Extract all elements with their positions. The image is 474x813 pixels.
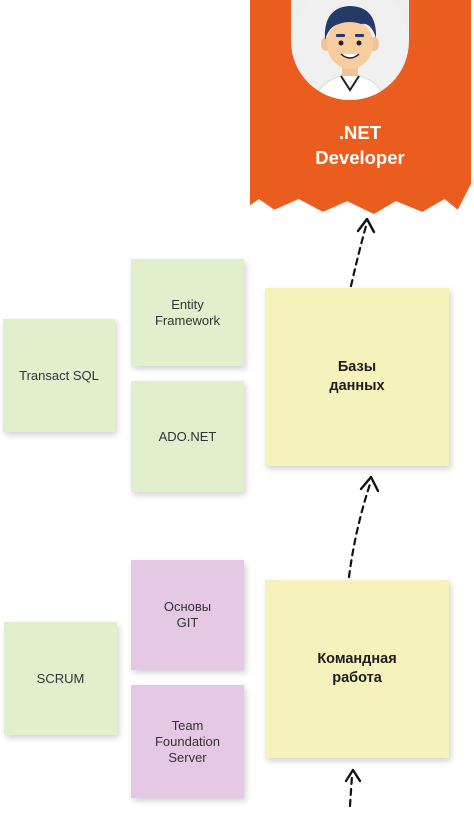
developer-avatar-icon — [291, 0, 409, 100]
main-note-teamwork: Командная работа — [265, 580, 449, 758]
skill-label: Основы GIT — [163, 599, 212, 630]
arrow-to-databases — [347, 482, 372, 579]
skill-note-scrum: SCRUM — [4, 622, 117, 735]
arrow-to-developer — [349, 224, 368, 288]
skill-label: SCRUM — [36, 670, 85, 686]
main-note-databases: Базы данных — [265, 288, 449, 466]
skill-note-git: Основы GIT — [131, 560, 244, 670]
skill-label: ADO.NET — [158, 428, 217, 444]
arrow-head-teamwork — [344, 768, 362, 783]
skill-note-ado-net: ADO.NET — [131, 381, 244, 492]
developer-title: .NET Developer — [315, 122, 405, 168]
skill-note-entity-framework: Entity Framework — [131, 259, 244, 366]
arrow-head-developer — [356, 217, 376, 234]
skill-note-tfs: Team Foundation Server — [131, 685, 244, 798]
main-note-label: Командная работа — [317, 651, 397, 686]
skill-label: Team Foundation Server — [154, 717, 221, 765]
skill-label: Transact SQL — [19, 367, 99, 383]
skill-label: Entity Framework — [154, 296, 220, 328]
arrow-to-teamwork — [348, 774, 354, 808]
main-note-label: Базы данных — [329, 359, 385, 394]
arrow-head-databases — [359, 475, 380, 493]
skill-note-transact-sql: Transact SQL — [3, 319, 115, 432]
